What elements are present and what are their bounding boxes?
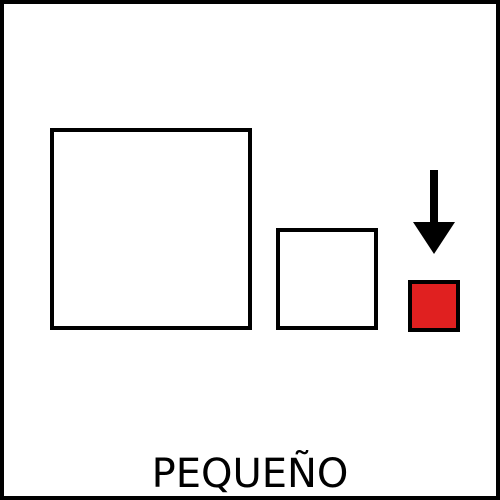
large-square xyxy=(50,128,252,330)
small-square-highlighted xyxy=(408,280,460,332)
down-arrow-icon xyxy=(413,170,455,254)
concept-label: PEQUEÑO xyxy=(151,451,349,497)
medium-square xyxy=(276,228,378,330)
